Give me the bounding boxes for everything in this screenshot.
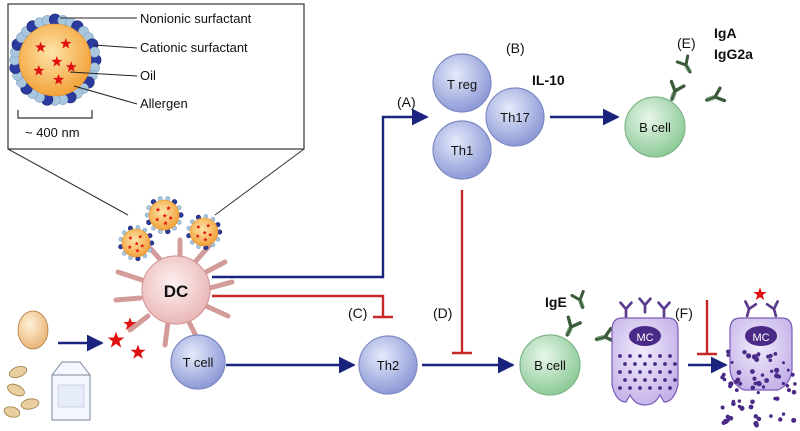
allergen-star-icon (107, 331, 125, 348)
size-label: ~ 400 nm (25, 125, 80, 140)
peanut-icon (3, 365, 40, 418)
treg-label: T reg (447, 77, 477, 92)
th17-cell-body (485, 87, 545, 147)
fc-receptor-icon (765, 300, 783, 319)
b-cell-top: B cell (624, 54, 727, 158)
ige-antibody-icon (559, 315, 582, 340)
igg-antibody-icon (664, 79, 686, 104)
legend-allergen: Allergen (140, 96, 188, 111)
mast-cell-nucleus (629, 326, 661, 346)
egg-icon (17, 310, 49, 350)
label-a: (A) (397, 94, 416, 110)
food-sources (3, 310, 91, 421)
th17-label: Th17 (500, 110, 530, 125)
legend-oil: Oil (140, 68, 156, 83)
fc-receptor-icon (638, 297, 652, 314)
allergen-star-icon (130, 344, 146, 359)
leader-oil (69, 71, 138, 77)
milk-carton-icon (51, 361, 91, 421)
th2-label: Th2 (377, 358, 399, 373)
small-droplet-icon (118, 225, 155, 262)
dendritic-cell: DC (113, 237, 235, 348)
ige-label: IgE (545, 294, 567, 310)
igg2a-label: IgG2a (714, 46, 753, 62)
th1-cell-body (432, 120, 492, 180)
ige-antibody-icon (570, 289, 590, 312)
iga-antibody-icon (675, 54, 697, 77)
small-droplet-icon (186, 214, 223, 251)
label-e: (E) (677, 35, 696, 51)
mast-cell-activated: MC (720, 287, 797, 428)
mast-cell-resting: MC (611, 297, 679, 406)
mast-cell-granules (618, 354, 677, 390)
scale-bar (17, 110, 93, 119)
ige-antibody-icon (593, 326, 616, 348)
t-cell-body (170, 334, 226, 390)
naive-t-cell: T cell (170, 334, 226, 390)
small-droplet-icon (144, 196, 184, 235)
b-cell-top-label: B cell (639, 120, 671, 135)
th2-cell: Th2 (358, 335, 418, 395)
treg-cell-body (432, 53, 492, 113)
fc-receptor-icon (740, 300, 758, 319)
released-granules (720, 349, 797, 428)
inhibit-dc-to-th2 (212, 294, 385, 316)
label-d: (D) (433, 305, 452, 321)
th1-label: Th1 (451, 143, 473, 158)
nanoemulsion-inset: ~ 400 nm Nonionic surfactant Cationic su… (7, 3, 305, 216)
iga-label: IgA (714, 25, 737, 41)
arrow-dc-to-treg (212, 108, 429, 279)
label-c: (C) (348, 305, 367, 321)
mast-cell-label: MC (636, 332, 653, 344)
small-droplets (118, 196, 223, 262)
leader-cationic (93, 44, 138, 49)
mast-cell-body (611, 317, 679, 406)
t-cell-cluster: T reg Th17 Th1 (432, 53, 545, 180)
mast-cell-activated-nucleus (745, 326, 777, 346)
fc-receptor-icon (619, 301, 633, 318)
zoom-line-left (7, 148, 129, 216)
b-cell-bottom-label: B cell (534, 358, 566, 373)
dc-body (141, 255, 211, 325)
b-cell-bottom: B cell (519, 289, 616, 396)
t-cell-label: T cell (183, 355, 214, 370)
il10-label: IL-10 (532, 72, 565, 88)
leader-allergen (73, 85, 138, 105)
mast-cell-activated-label: MC (752, 332, 769, 344)
legend-cationic: Cationic surfactant (140, 40, 248, 55)
th2-cell-body (358, 335, 418, 395)
legend-nonionic: Nonionic surfactant (140, 11, 252, 26)
dc-label: DC (164, 282, 189, 301)
allergen-star-icon (753, 287, 767, 301)
label-b: (B) (506, 40, 525, 56)
b-cell-top-body (624, 96, 686, 158)
fc-receptor-icon (657, 301, 671, 318)
igg2a-antibody-icon (702, 86, 727, 108)
label-f: (F) (675, 305, 693, 321)
b-cell-bottom-body (519, 334, 581, 396)
zoom-line-right (214, 148, 305, 216)
